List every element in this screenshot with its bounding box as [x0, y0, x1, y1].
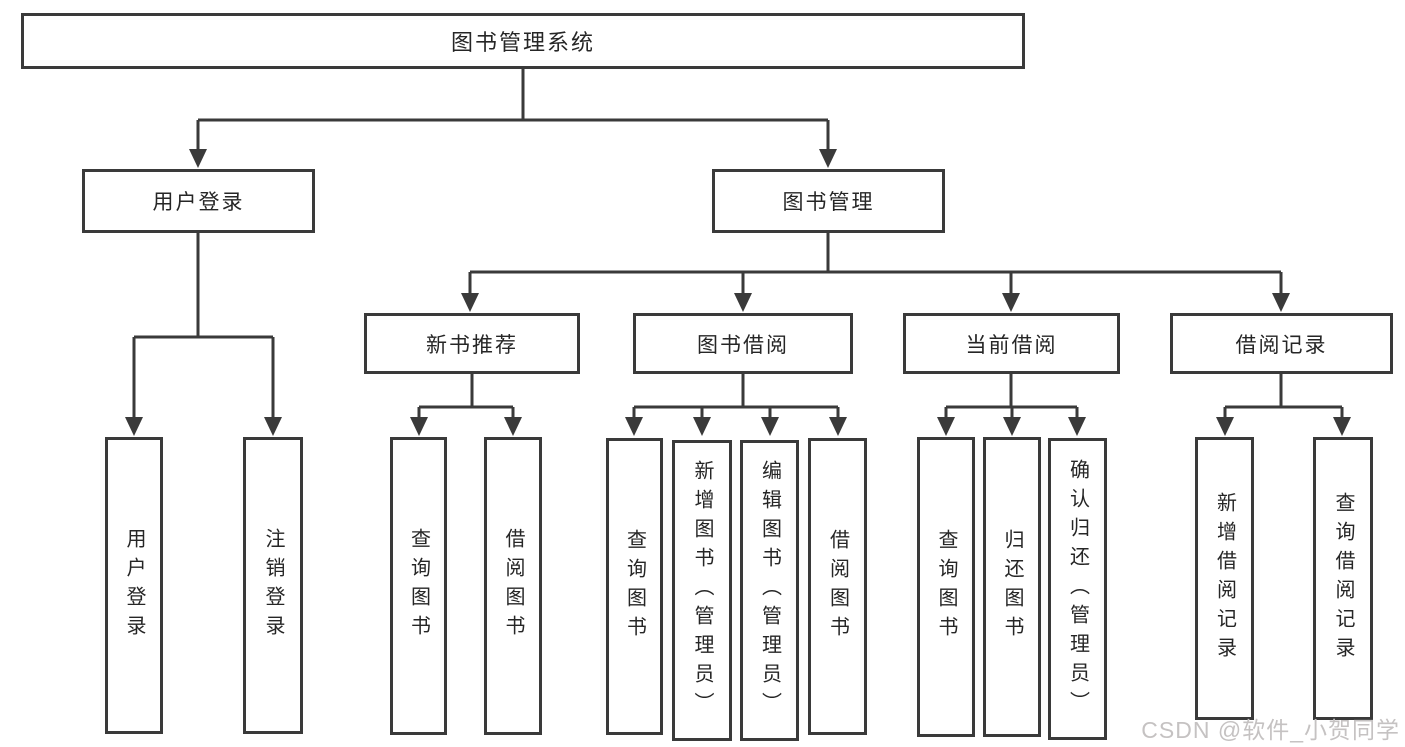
node-book-borrow: 图书借阅 [633, 313, 853, 374]
node-label: 图书管理 [782, 191, 875, 214]
leaf-add-borrow-record: 新增借阅记录 [1195, 437, 1254, 720]
node-label: 新增借阅记录 [1213, 491, 1236, 666]
leaf-edit-books-admin: 编辑图书（管理员） [740, 440, 799, 741]
node-label: 归还图书 [1001, 529, 1023, 645]
node-label: 查询图书 [407, 528, 430, 644]
node-label: 编辑图书（管理员） [758, 460, 781, 721]
node-label: 借阅图书 [826, 528, 849, 645]
leaf-query-books-current: 查询图书 [917, 437, 975, 737]
leaf-return-books: 归还图书 [983, 437, 1041, 737]
leaf-add-books-admin: 新增图书（管理员） [672, 440, 732, 741]
leaf-query-books-recommend: 查询图书 [390, 437, 447, 735]
node-library-management-system: 图书管理系统 [21, 13, 1025, 69]
leaf-borrow-books: 借阅图书 [808, 438, 867, 735]
node-label: 注销登录 [262, 527, 284, 644]
node-label: 确认归还（管理员） [1066, 458, 1089, 720]
node-user-login: 用户登录 [82, 169, 315, 233]
node-label: 用户登录 [123, 527, 145, 644]
leaf-query-borrow-record: 查询借阅记录 [1313, 437, 1373, 720]
node-label: 图书借阅 [697, 333, 789, 357]
node-label: 当前借阅 [965, 333, 1058, 357]
node-label: 新书推荐 [426, 333, 518, 357]
node-book-management: 图书管理 [712, 169, 945, 233]
node-label: 查询图书 [623, 528, 646, 645]
node-new-book-recommend: 新书推荐 [364, 313, 580, 374]
node-label: 用户登录 [152, 191, 245, 214]
node-label: 借阅图书 [502, 528, 524, 644]
leaf-confirm-return-admin: 确认归还（管理员） [1048, 438, 1107, 740]
leaf-user-login: 用户登录 [105, 437, 163, 734]
node-label: 借阅记录 [1235, 333, 1328, 357]
node-label: 图书管理系统 [450, 30, 595, 55]
leaf-query-books-borrow: 查询图书 [606, 438, 663, 735]
node-label: 查询图书 [935, 529, 957, 645]
node-label: 查询借阅记录 [1332, 491, 1354, 666]
node-label: 新增图书（管理员） [691, 460, 713, 721]
leaf-borrow-books-recommend: 借阅图书 [484, 437, 542, 735]
node-borrow-records: 借阅记录 [1170, 313, 1393, 374]
csdn-watermark: CSDN @软件_小贺同学 [1141, 717, 1400, 743]
leaf-logout: 注销登录 [243, 437, 303, 734]
node-current-borrow: 当前借阅 [903, 313, 1120, 374]
